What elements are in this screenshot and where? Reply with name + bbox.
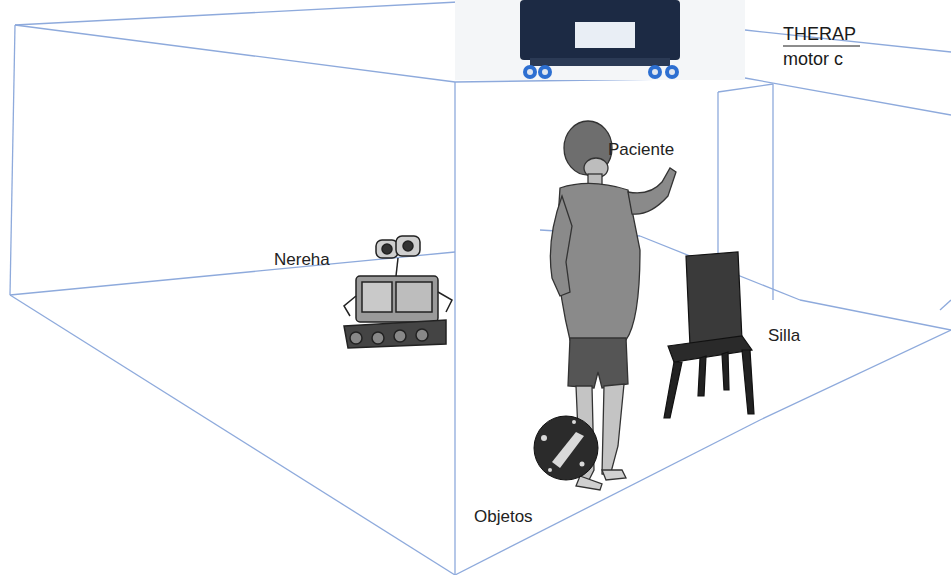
part-label: Silla — [768, 327, 800, 346]
part-label: Objetos — [474, 508, 533, 527]
robot-figure — [344, 236, 452, 348]
heading-text: motor c — [783, 50, 843, 70]
part-label: Nereha — [274, 251, 330, 270]
ball-figure — [534, 416, 598, 480]
part-label: Paciente — [608, 141, 674, 160]
heading-underline — [783, 46, 860, 47]
heading-text: THERAP — [783, 25, 856, 45]
robot-photo — [455, 0, 745, 80]
room-wireframe — [10, 2, 951, 575]
chair-figure — [664, 252, 754, 418]
